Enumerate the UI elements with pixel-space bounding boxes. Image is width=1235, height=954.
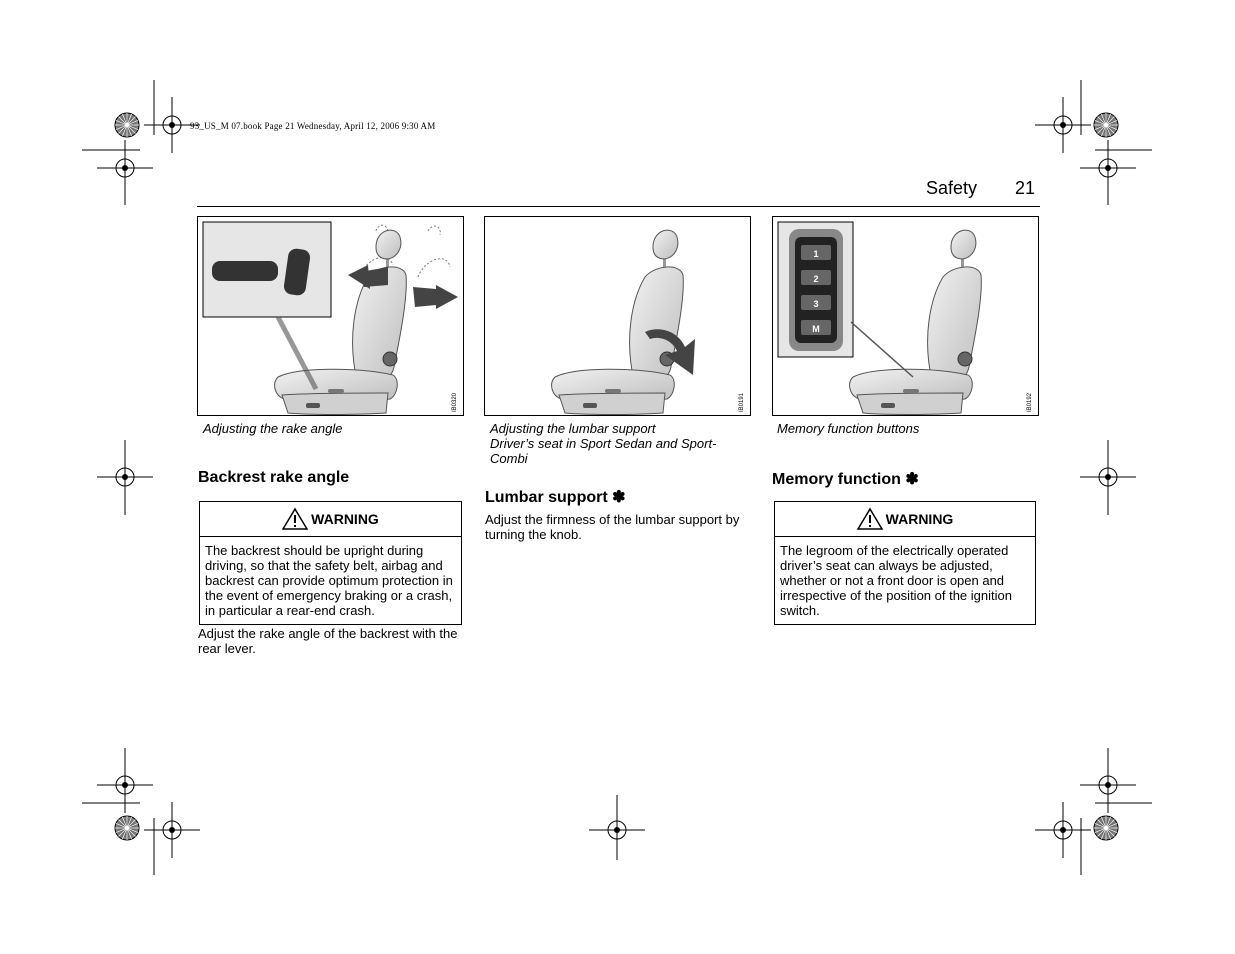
warning-title: WARNING — [885, 511, 954, 527]
caption-line: Memory function buttons — [777, 421, 920, 436]
header-page-number: 21 — [1015, 178, 1036, 198]
figure-rake-angle: IB0320 — [197, 216, 464, 416]
memory-button-m-key — [801, 320, 831, 335]
figure-caption: Memory function buttons — [777, 421, 1032, 436]
caption-line: Adjusting the rake angle — [203, 421, 343, 436]
warning-triangle-icon — [282, 507, 309, 530]
caption-line: Driver’s seat in Sport Sedan and Sport- — [490, 436, 717, 451]
warning-box: WARNING The legroom of the electrically … — [774, 501, 1036, 625]
memory-button-2-label: 2 — [813, 274, 818, 284]
figure-code: IB0192 — [1027, 392, 1033, 412]
caption-line: Adjusting the lumbar support — [490, 421, 656, 436]
body-paragraph: Adjust the firmness of the lumbar suppor… — [485, 512, 740, 542]
figure-code: IB0191 — [739, 392, 745, 412]
figure-lumbar-support: IB0191 — [484, 216, 751, 416]
warning-text: The legroom of the electrically operated… — [780, 543, 1012, 618]
memory-button-3-label: 3 — [813, 299, 818, 309]
warning-triangle-icon — [856, 507, 883, 530]
figure-code: IB0320 — [452, 392, 458, 412]
memory-button-2-key — [801, 270, 831, 285]
warning-text: The backrest should be upright during dr… — [205, 543, 453, 618]
body-paragraph: Adjust the rake angle of the backrest wi… — [198, 626, 458, 656]
section-heading-lumbar: Lumbar support ✽ — [485, 489, 626, 506]
memory-button-3-key — [801, 295, 831, 310]
header-section-title: Safety — [926, 178, 978, 198]
memory-button-1-label: 1 — [813, 249, 818, 259]
section-heading-backrest: Backrest rake angle — [198, 469, 350, 486]
header-rule — [197, 206, 1040, 207]
memory-button-1-key — [801, 245, 831, 260]
figure-caption: Adjusting the rake angle — [203, 421, 458, 436]
figure-memory-buttons: 1 2 3 M IB0192 — [772, 216, 1039, 416]
print-slug: 93_US_M 07.book Page 21 Wednesday, April… — [190, 121, 436, 131]
figure-caption: Adjusting the lumbar support Driver’s se… — [490, 421, 745, 466]
section-heading-memory: Memory function ✽ — [772, 471, 919, 488]
warning-box: WARNING The backrest should be upright d… — [199, 501, 462, 625]
caption-line: Combi — [490, 451, 528, 466]
memory-button-m-label: M — [812, 324, 820, 334]
warning-header: WARNING — [200, 502, 461, 537]
warning-header: WARNING — [775, 502, 1035, 537]
warning-title: WARNING — [311, 511, 379, 527]
